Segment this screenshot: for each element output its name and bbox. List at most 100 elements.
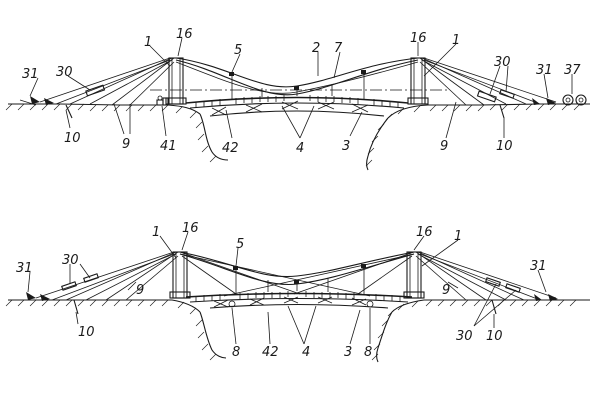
bottom-leader-lines [27, 231, 547, 345]
bottom-ground-right [391, 299, 590, 313]
bottom-label-16-right: 16 [416, 225, 433, 240]
bottom-clamp-right [361, 264, 366, 268]
bottom-tensioner-right-1 [485, 277, 501, 287]
bottom-hangers [235, 266, 365, 294]
top-label-30-left: 30 [56, 65, 73, 80]
top-label-42: 42 [222, 141, 239, 156]
top-label-1-left: 1 [144, 35, 152, 50]
bottom-label-1-right: 1 [454, 229, 462, 244]
top-label-7: 7 [334, 41, 343, 56]
bottom-label-5: 5 [236, 237, 244, 252]
top-equipment-41 [156, 95, 169, 106]
bottom-bearing-right [366, 300, 374, 308]
top-bridge-elevation: 31 30 1 16 5 2 7 16 1 30 31 37 10 9 41 4… [5, 27, 590, 171]
top-label-9-right: 9 [440, 139, 448, 154]
bottom-label-30-right: 30 [456, 329, 473, 344]
top-deck-lower [189, 102, 405, 109]
top-anchor-right [532, 98, 556, 105]
bottom-label-42: 42 [262, 345, 279, 360]
top-label-16-right: 16 [410, 31, 427, 46]
top-label-5: 5 [234, 43, 242, 58]
top-ground-left-slope [199, 113, 229, 161]
bottom-label-31-right: 31 [530, 259, 547, 274]
top-pylon-left [165, 57, 187, 105]
bottom-deck-ribs [195, 291, 401, 302]
top-backstays-left [39, 57, 175, 106]
bottom-ground-left-slope [199, 311, 227, 359]
bottom-label-8-right: 8 [364, 345, 372, 360]
top-ground-hatching-right [365, 103, 581, 167]
top-ground-left [8, 103, 201, 115]
top-clamp-5 [229, 72, 234, 76]
top-deck-truss-diagonals [211, 100, 369, 116]
top-label-4: 4 [296, 141, 304, 156]
bottom-label-16-left: 16 [182, 221, 199, 236]
bottom-cross-stays [179, 251, 415, 297]
bottom-tensioner-left-1 [61, 281, 77, 291]
bottom-spike-left [73, 299, 79, 315]
top-ground-right [387, 103, 590, 119]
bottom-clamp-mid [294, 280, 299, 284]
top-hangers [231, 72, 365, 100]
top-deck-truss-bottom [209, 110, 385, 117]
bottom-backstays-left [35, 251, 179, 301]
top-spike-right [499, 104, 505, 119]
top-ground-hatching-left [5, 103, 217, 163]
top-label-41: 41 [160, 139, 177, 154]
top-tensioner-left [85, 84, 106, 97]
bottom-spike-right [491, 299, 497, 315]
top-label-37: 37 [564, 63, 581, 78]
top-label-2: 2 [312, 41, 320, 56]
bottom-anchor-right [534, 294, 558, 301]
bottom-ground-hatching-left [5, 299, 217, 361]
bottom-pylon-right [403, 251, 425, 299]
top-tensioner-right [476, 90, 497, 103]
top-leader-lines [29, 37, 573, 139]
bottom-label-10-right: 10 [486, 329, 503, 344]
bottom-deck-truss-bottom [209, 303, 389, 309]
top-label-16-left: 16 [176, 27, 193, 42]
bottom-tensioner-right-2 [505, 283, 521, 293]
bottom-ground-right-slope [375, 311, 393, 363]
bottom-ground-hatching-right [371, 299, 577, 361]
top-deck-ribs [195, 95, 399, 108]
top-label-9-left: 9 [122, 137, 130, 152]
bottom-label-31-left: 31 [16, 261, 33, 276]
top-label-1-right: 1 [452, 33, 460, 48]
top-label-31-left: 31 [22, 67, 39, 82]
bottom-bridge-elevation: 31 30 9 1 16 5 16 1 9 31 10 8 42 4 3 8 3… [5, 221, 590, 363]
top-winch-rollers [562, 94, 587, 106]
top-deck-upper [185, 96, 409, 104]
bottom-clamp-5 [233, 266, 238, 270]
bottom-label-1-left: 1 [152, 225, 160, 240]
bottom-label-10-left: 10 [78, 325, 95, 340]
top-clamp-mid [294, 86, 299, 90]
bottom-deck-lower [189, 297, 409, 303]
bottom-label-30-left: 30 [62, 253, 79, 268]
bottom-label-3: 3 [344, 345, 352, 360]
bottom-label-4: 4 [302, 345, 310, 360]
top-label-3: 3 [342, 139, 350, 154]
bottom-label-9-right: 9 [442, 283, 450, 298]
top-tensioner-right-2 [499, 89, 515, 99]
bottom-main-cable-upper [179, 251, 415, 278]
bottom-label-9-left: 9 [136, 283, 144, 298]
bottom-tensioner-left-2 [83, 273, 99, 283]
bottom-label-8-left: 8 [232, 345, 240, 360]
top-label-31-right: 31 [536, 63, 553, 78]
top-anchor-left [19, 96, 54, 106]
bottom-ground-left [8, 299, 201, 313]
top-spike-left [65, 104, 73, 119]
top-label-10-left: 10 [64, 131, 81, 146]
top-pylon-right [407, 57, 429, 105]
bottom-anchor-left [26, 292, 50, 301]
top-label-30-right: 30 [494, 55, 511, 70]
top-ground-right-slope [365, 117, 389, 171]
top-label-10-right: 10 [496, 139, 513, 154]
bottom-pylon-left [169, 251, 191, 299]
bottom-bearing-left [228, 300, 236, 308]
bottom-deck-truss-diagonals [213, 296, 367, 308]
bottom-backstays-right [415, 251, 557, 301]
top-clamp-right [361, 70, 366, 74]
